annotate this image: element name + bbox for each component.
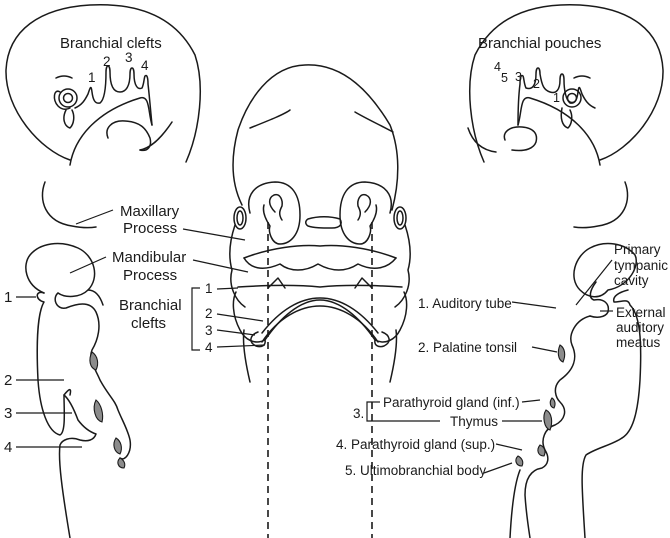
top-pouch-number-3: 3 — [515, 70, 522, 84]
eye-inner — [566, 92, 578, 104]
auditory-tube-leader — [511, 301, 557, 309]
auditory-tube-label: 1. Auditory tube — [418, 296, 512, 311]
cleft2-leader — [216, 313, 264, 322]
center-cleft-number-1: 1 — [205, 281, 213, 296]
center-cleft-number-4: 4 — [205, 340, 213, 355]
top-pouch-number-1: 1 — [553, 91, 560, 105]
primary-tympanic-label-line3: cavity — [614, 273, 649, 288]
top-cleft-number-2: 2 — [103, 54, 111, 69]
top-cleft-number-1: 1 — [88, 70, 96, 85]
left-cleft-number-1: 1 — [4, 289, 12, 306]
mandibular-label-line1: Mandibular — [112, 249, 186, 266]
center-cleft-number-3: 3 — [205, 323, 213, 338]
top-left-embryo — [5, 4, 201, 166]
center-face — [229, 64, 411, 538]
palatine-tonsil-label: 2. Palatine tonsil — [418, 340, 517, 355]
palatine-tonsil-shading — [557, 344, 566, 363]
top-cleft-number-3: 3 — [125, 50, 133, 65]
branchial-pouches-title: Branchial pouches — [478, 35, 601, 52]
external-auditory-label-line2: auditory — [616, 320, 664, 335]
thymus-label: Thymus — [450, 414, 498, 429]
maxillary-leader-left — [75, 209, 114, 225]
left-eye-inner — [236, 210, 244, 226]
right-eye — [393, 206, 407, 230]
parathyroid-sup-shading — [537, 444, 546, 457]
parathyroid-sup-label: 4. Parathyroid gland (sup.) — [336, 437, 495, 452]
parathyroid-inf-leader — [521, 399, 541, 403]
cleft3-leader — [216, 329, 256, 336]
ultimobranchial-label: 5. Ultimobranchial body — [345, 463, 486, 478]
top-right-embryo — [467, 4, 664, 166]
top-pouch-number-4: 4 — [494, 60, 501, 74]
cleft1-leader — [216, 287, 239, 290]
left-eye — [233, 206, 247, 230]
center-cleft-number-2: 2 — [205, 306, 213, 321]
maxillary-leader — [182, 228, 246, 241]
ultimobranchial-leader — [483, 462, 513, 474]
top-pouch-number-2: 2 — [533, 77, 540, 91]
cleft4-leader — [216, 344, 266, 348]
parathyroid-inf-label: Parathyroid gland (inf.) — [383, 395, 520, 410]
thymus-shading — [543, 409, 553, 431]
primary-tympanic-label-line2: tympanic — [614, 258, 668, 273]
parathyroid-inf-shading — [549, 397, 556, 409]
ultimobranchial-shading — [515, 455, 524, 467]
mandibular-label-line2: Process — [123, 267, 177, 284]
cleft-shading — [113, 437, 122, 455]
external-auditory-label-line3: meatus — [616, 335, 661, 350]
top-cleft-number-4: 4 — [141, 58, 149, 73]
cleft-shading — [93, 399, 104, 423]
branchial-clefts-title: Branchial clefts — [60, 35, 162, 52]
cleft-shading — [117, 457, 126, 469]
eye-outer — [58, 88, 78, 108]
eye-inner — [62, 92, 74, 104]
left-section — [25, 181, 132, 538]
external-auditory-label-line1: External — [616, 305, 666, 320]
maxillary-label-line1: Maxillary — [120, 203, 180, 220]
left-cleft-number-3: 3 — [4, 405, 12, 422]
branchial-clefts-bracket — [191, 287, 200, 351]
branchial-clefts-label-line2: clefts — [131, 315, 166, 332]
primary-tympanic-leader — [575, 259, 613, 306]
maxillary-label-line2: Process — [123, 220, 177, 237]
left-cleft-number-2: 2 — [4, 372, 12, 389]
mandibular-leader — [192, 259, 249, 273]
right-eye-inner — [396, 210, 404, 226]
eye-outer — [562, 88, 582, 108]
pouch3-bracket — [366, 401, 440, 422]
top-pouch-number-5: 5 — [501, 71, 508, 85]
pouch3-number: 3. — [353, 406, 364, 421]
parathyroid-sup-leader — [495, 443, 523, 451]
primary-tympanic-label-line1: Primary — [614, 242, 661, 257]
cleft-shading — [89, 351, 99, 371]
left-cleft-number-4: 4 — [4, 439, 12, 456]
right-section — [509, 181, 642, 538]
mandibular-leader-left — [69, 256, 107, 274]
branchial-clefts-label-line1: Branchial — [119, 297, 182, 314]
palatine-tonsil-leader — [531, 346, 558, 353]
